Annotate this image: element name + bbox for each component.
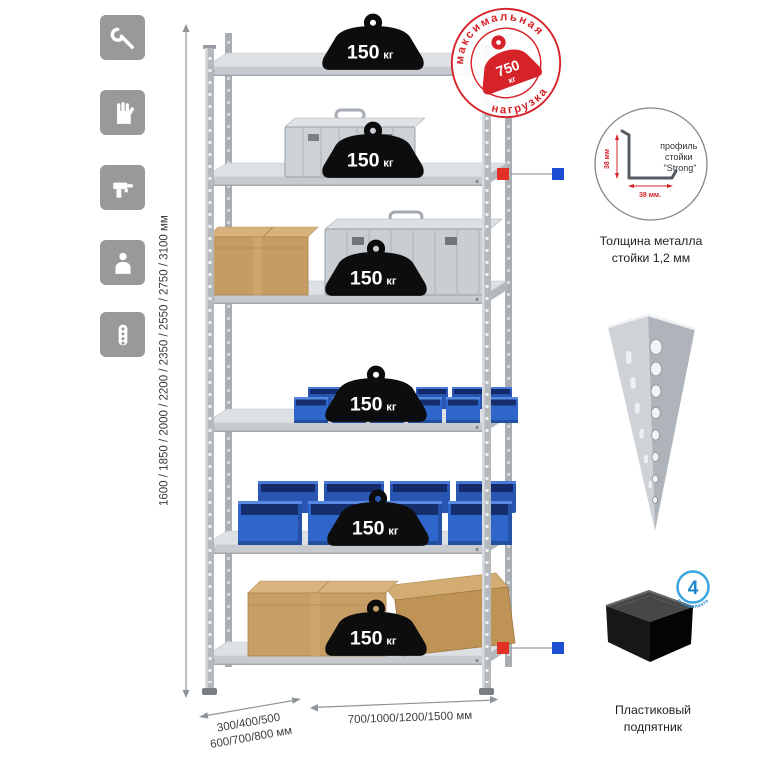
svg-text:38 мм.: 38 мм. <box>639 192 661 199</box>
drill-icon <box>100 165 145 210</box>
width-dimension-label: 700/1000/1200/1500 мм <box>347 709 473 727</box>
marker-blue-bottom <box>552 642 564 654</box>
wrench-icon <box>100 15 145 60</box>
post-slots <box>626 351 652 488</box>
plastic-foot-illustration <box>605 590 694 662</box>
shelving-rack-illustration <box>202 33 518 695</box>
post-holes <box>649 339 663 504</box>
svg-text:кг: кг <box>507 74 518 85</box>
profile-title: профиль стойки "Strong" <box>660 141 700 173</box>
quantity-badge: 4 в комплекте <box>676 570 710 610</box>
svg-text:38 мм: 38 мм <box>604 149 611 169</box>
angle-profile-drawing <box>620 129 678 180</box>
marker-blue-top <box>552 168 564 180</box>
height-dimension-label: 1600 / 1850 / 2000 / 2200 / 2350 / 2550 … <box>158 215 171 507</box>
perforated-post-icon <box>100 312 145 357</box>
foot-caption: Пластиковый подпятник <box>614 703 692 734</box>
post-profile-callout: 38 мм 38 мм. профиль стойки "Strong" <box>594 107 708 221</box>
rack-back-posts <box>225 33 512 667</box>
depth-dimension-label: 300/400/500 600/700/800 мм <box>209 711 294 751</box>
profile-vertical-dim: 38 мм <box>604 134 619 179</box>
cardboard-box <box>207 226 319 296</box>
stamp-weight-icon: 750 кг <box>482 35 542 95</box>
profile-caption: Толщина металла стойки 1,2 мм <box>599 234 703 265</box>
svg-text:750: 750 <box>494 57 522 80</box>
profile-horizontal-dim: 38 мм. <box>628 184 673 199</box>
height-dimension-line <box>182 24 190 698</box>
glove-icon <box>100 90 145 135</box>
perforated-post-illustration <box>607 313 696 531</box>
person-icon <box>100 240 145 285</box>
svg-text:4: 4 <box>688 578 699 599</box>
